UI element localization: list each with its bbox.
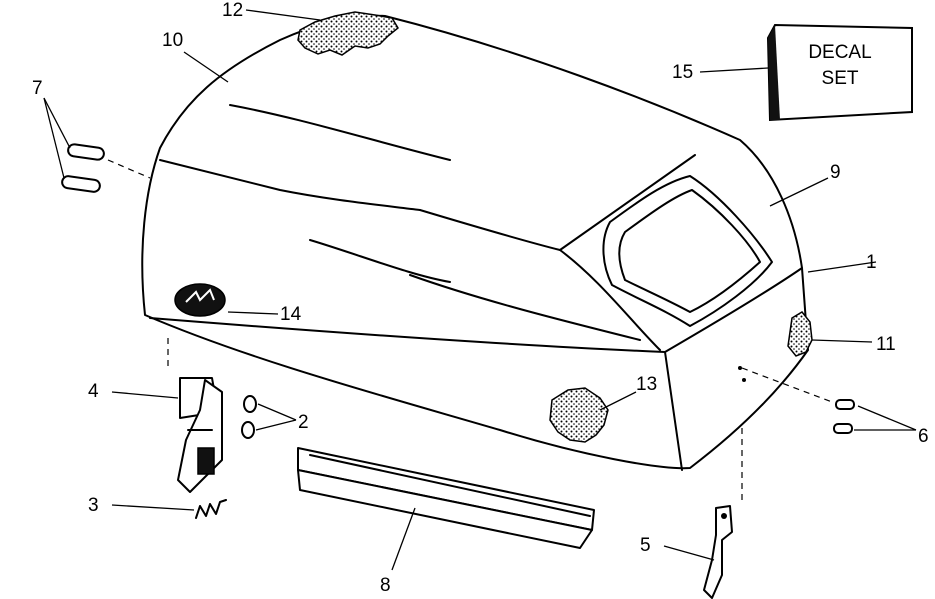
motor-cover xyxy=(141,14,809,471)
callout-7: 7 xyxy=(32,78,43,99)
callout-14: 14 xyxy=(280,304,302,325)
callout-15: 15 xyxy=(672,62,693,83)
decal-box-line2: SET xyxy=(822,68,859,89)
callout-3: 3 xyxy=(88,495,99,516)
washers xyxy=(241,395,257,439)
callout-2: 2 xyxy=(298,412,309,433)
callout-11: 11 xyxy=(876,334,896,355)
decal-patch-top xyxy=(297,11,399,56)
callout-1: 1 xyxy=(866,252,877,273)
spring xyxy=(195,499,227,519)
decal-set-box: DECAL SET xyxy=(766,23,913,122)
callout-6: 6 xyxy=(918,426,929,447)
decal-box-line1: DECAL xyxy=(808,42,871,63)
callout-labels: 1 2 3 4 5 6 7 8 9 10 11 12 13 14 15 xyxy=(32,0,929,596)
callout-4: 4 xyxy=(88,381,99,402)
callout-8: 8 xyxy=(380,575,391,596)
screws xyxy=(833,399,855,434)
latch-assembly xyxy=(177,377,223,493)
callout-9: 9 xyxy=(830,162,841,183)
decal-patch-rear xyxy=(787,311,813,357)
bracket xyxy=(703,505,733,599)
rail xyxy=(297,447,595,549)
callout-13: 13 xyxy=(636,374,657,395)
pins xyxy=(61,143,105,193)
callout-10: 10 xyxy=(162,30,183,51)
emblem-badge xyxy=(174,283,226,317)
cover-window xyxy=(602,175,773,327)
leader-lines xyxy=(43,9,917,571)
callout-12: 12 xyxy=(222,0,243,21)
callout-5: 5 xyxy=(640,535,651,556)
decal-patch-side xyxy=(549,387,609,443)
